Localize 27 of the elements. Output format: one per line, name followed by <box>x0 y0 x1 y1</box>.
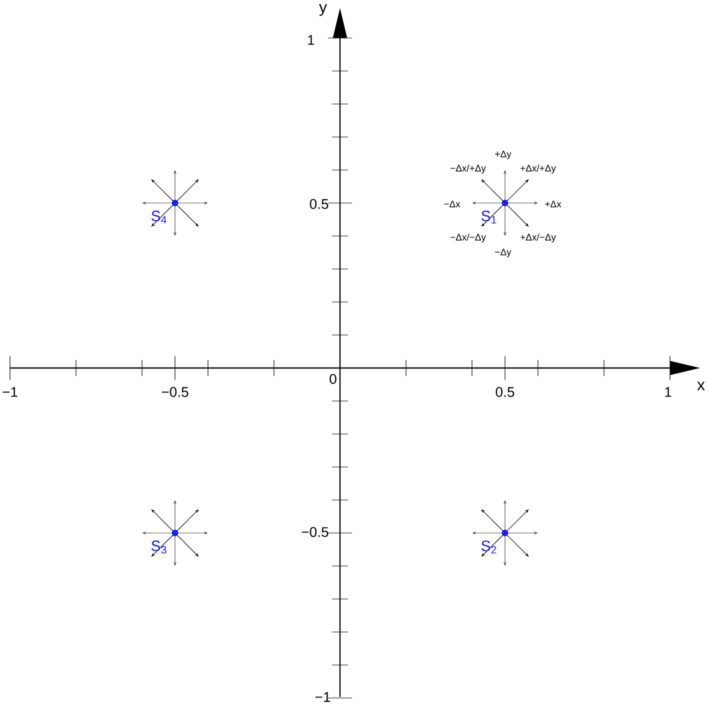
node-label: S$_{3}$ <box>152 540 166 554</box>
tick-label: 0.5 <box>496 387 514 397</box>
node-label: S$_{4}$ <box>152 210 166 224</box>
direction-label: −Δx/−Δy <box>450 234 486 242</box>
tick-label: −1 <box>2 387 18 397</box>
axis-label: x <box>697 382 705 390</box>
direction-label: −Δx <box>444 200 460 208</box>
point: S$_{1}$ <box>482 200 508 224</box>
direction-label: +Δx <box>545 200 562 208</box>
tick-label: 0 <box>330 374 336 384</box>
tick-label: 0.5 <box>310 199 328 209</box>
tick-label: −0.5 <box>302 527 328 537</box>
direction-label: −Δy <box>495 248 512 258</box>
tick-label: −0.5 <box>162 387 188 397</box>
tick-label: 1 <box>665 387 672 397</box>
point: S$_{4}$ <box>152 200 178 224</box>
direction-label: +Δx/+Δy <box>520 164 556 174</box>
tick-label: −1 <box>316 692 330 702</box>
axis-label: y <box>319 4 327 16</box>
point: S$_{2}$ <box>482 530 508 554</box>
direction-label: +Δx/−Δy <box>520 234 556 242</box>
node-label: S$_{2}$ <box>482 540 496 554</box>
tick-label: 1 <box>308 35 314 45</box>
node-label: S$_{1}$ <box>482 210 496 224</box>
direction-label: +Δy <box>495 150 512 160</box>
direction-label: −Δx/+Δy <box>450 164 486 174</box>
point: S$_{3}$ <box>152 530 178 554</box>
